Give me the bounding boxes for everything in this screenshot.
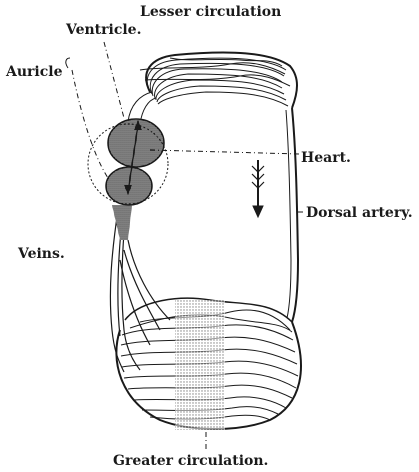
greater-circulation-label: Greater circulation. <box>113 454 268 468</box>
auricle-leader <box>72 70 108 178</box>
greater-circulation-shading <box>175 300 225 430</box>
lesser-circulation-capillaries <box>140 53 297 108</box>
heart-chambers <box>88 119 168 205</box>
dorsal-artery-label: Dorsal artery. <box>306 206 413 220</box>
auricle-label: Auricle <box>6 65 63 79</box>
ventricle-leader <box>104 42 124 118</box>
lesser-circulation-label: Lesser circulation <box>140 5 281 19</box>
heart-label: Heart. <box>301 151 351 165</box>
flow-direction-arrow <box>252 160 264 217</box>
auricle-bracket <box>66 58 70 68</box>
ventricle-label: Ventricle. <box>66 23 141 37</box>
dorsal-artery-vessel <box>286 108 298 322</box>
veins-label: Veins. <box>18 247 65 261</box>
heart-leader <box>150 150 300 154</box>
